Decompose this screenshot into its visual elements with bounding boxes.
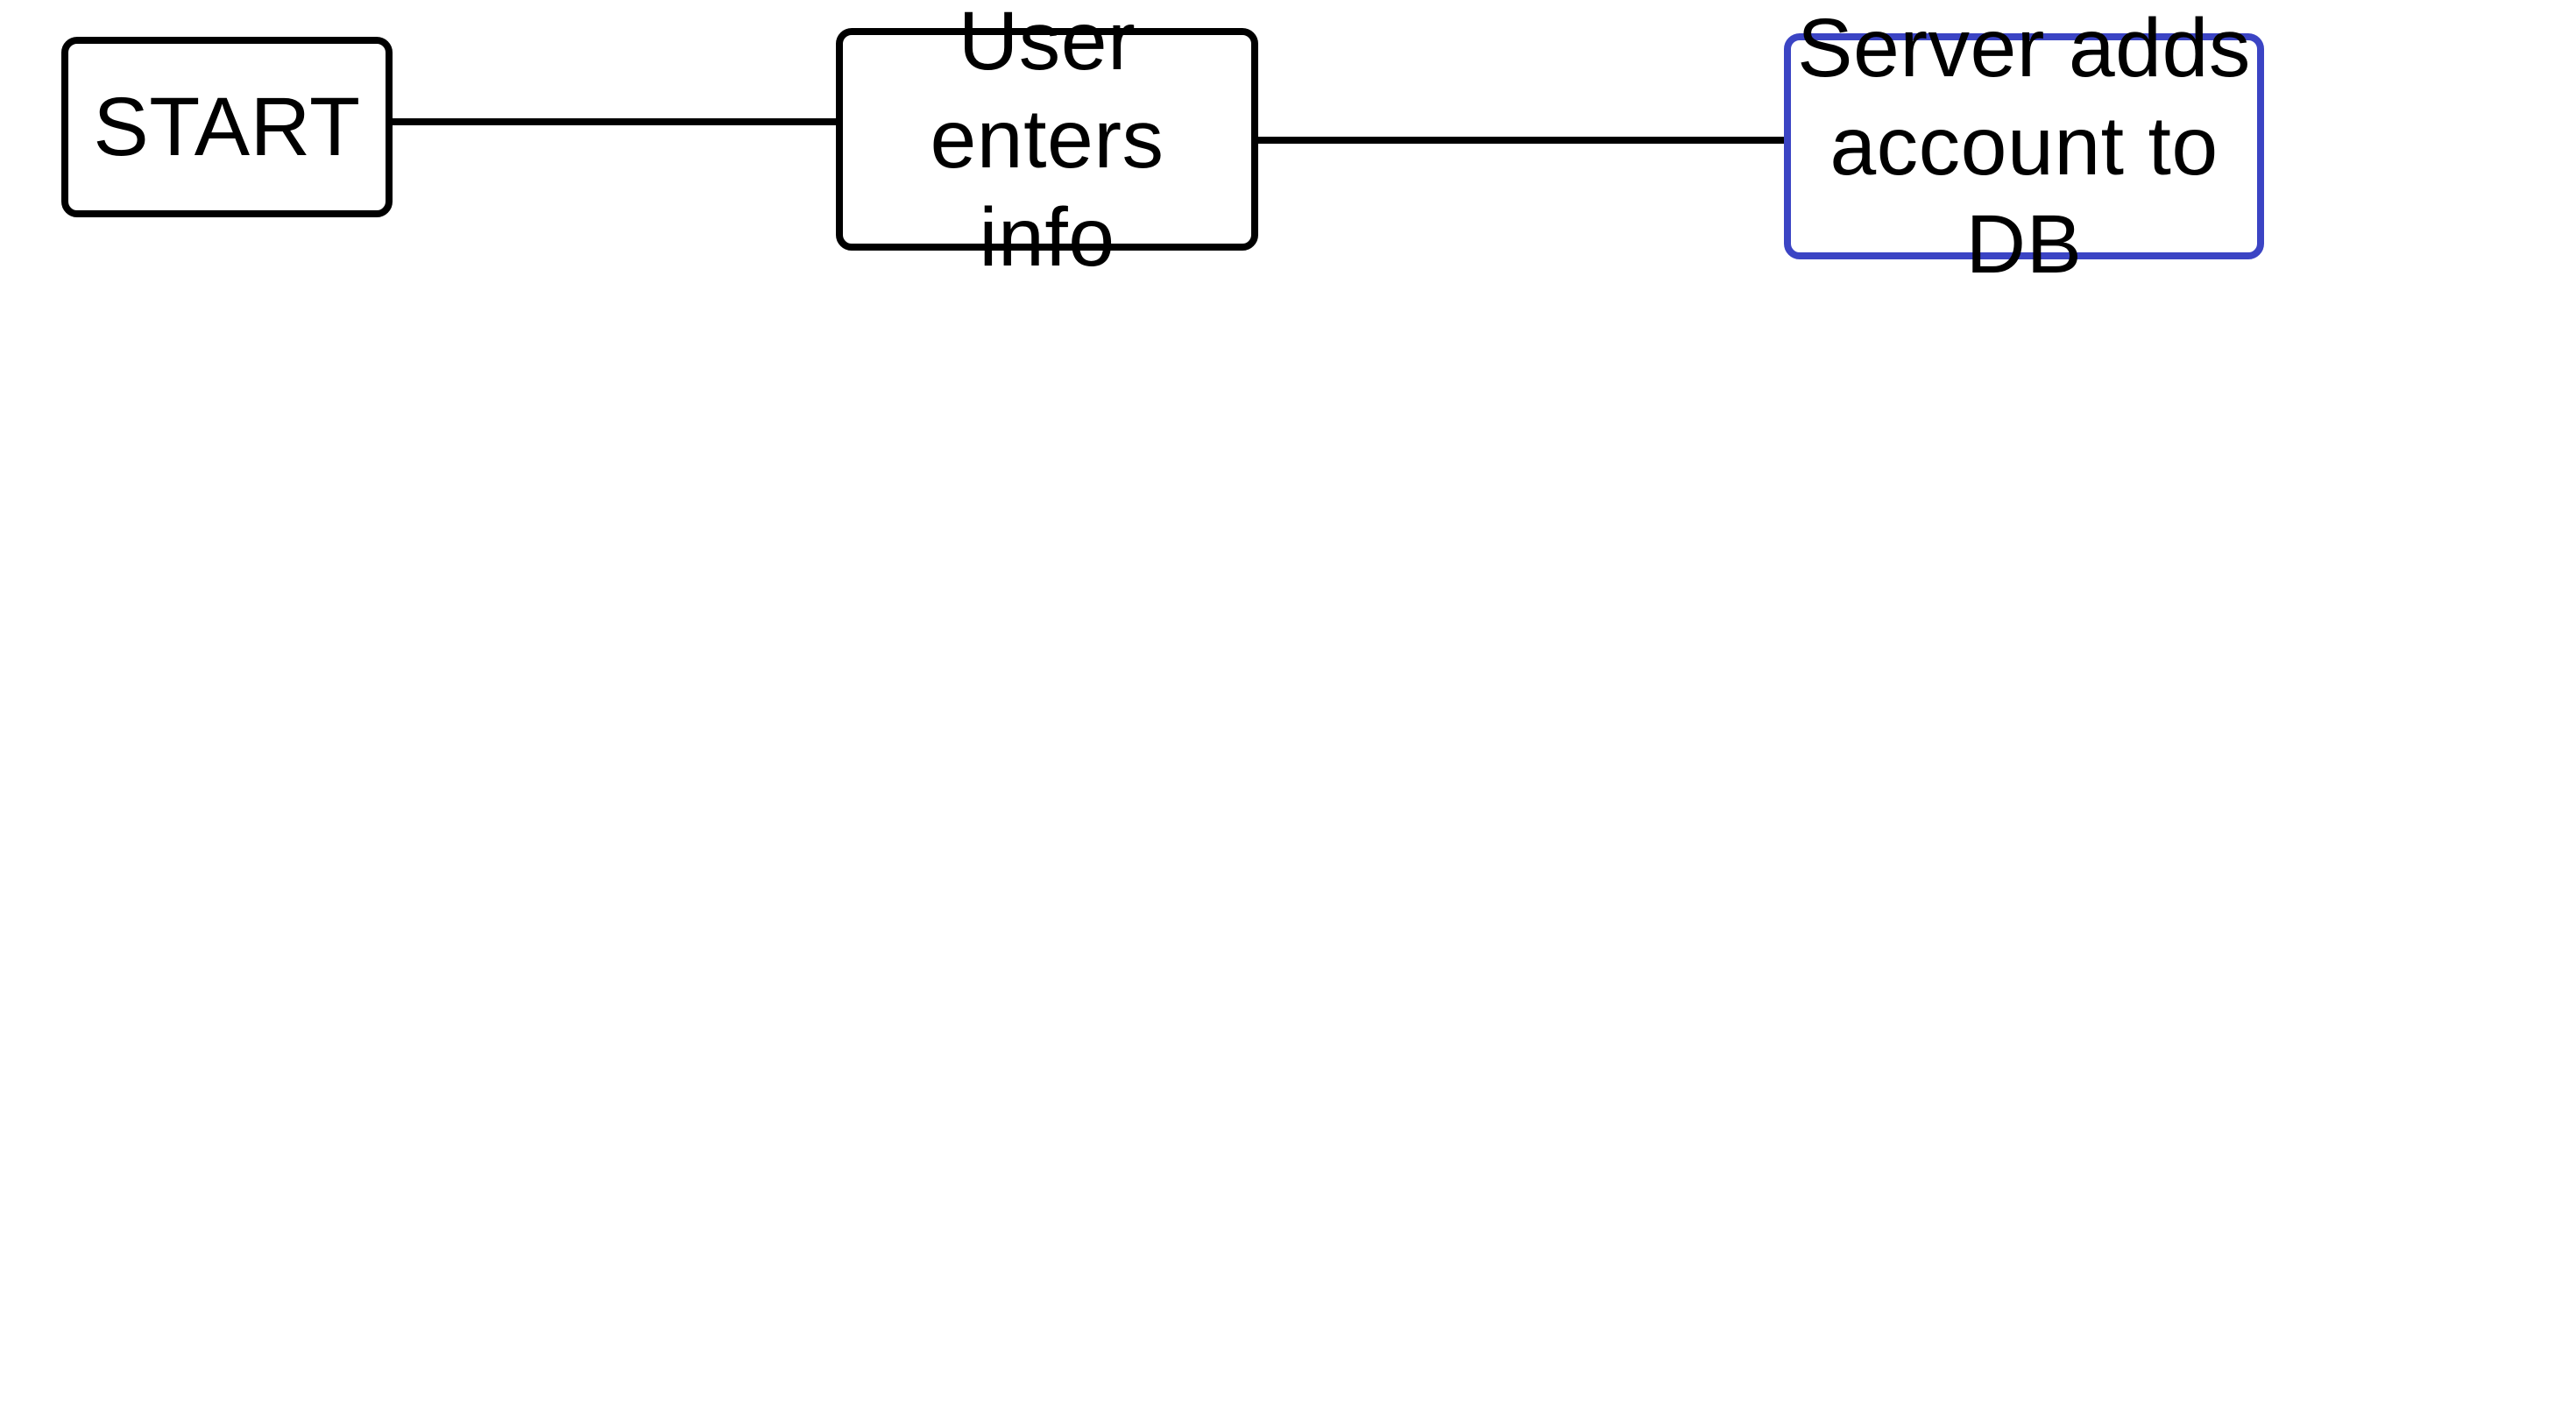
node-server-adds-account-label: Server adds account to DB — [1797, 2, 2251, 291]
node-start[interactable]: START — [61, 37, 393, 217]
node-user-enters-info-label: User enters info — [930, 0, 1164, 284]
node-server-adds-account[interactable]: Server adds account to DB — [1784, 2, 2264, 291]
node-user-enters-info[interactable]: User enters info — [836, 0, 1258, 284]
node-start-label: START — [93, 81, 361, 173]
